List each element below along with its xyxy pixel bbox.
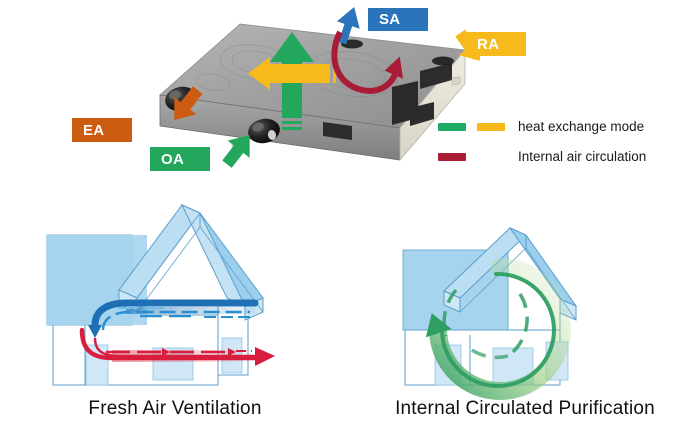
red-internal-circulation-arrow	[331, 30, 399, 94]
callout-ra: RA	[466, 32, 526, 56]
unit-airflow-arrows	[174, 6, 482, 168]
unit-control-box	[392, 81, 418, 125]
callout-sa-label: SA	[379, 11, 401, 28]
callout-ea: EA	[72, 118, 132, 142]
unit-bracket-right	[451, 76, 461, 86]
oa-arrow	[220, 135, 250, 168]
legend-swatch-green	[438, 123, 466, 131]
fresh-air-ventilation-illustration	[46, 203, 275, 386]
unit-vent-panel-upper	[420, 63, 452, 89]
unit-vent-panel-left	[323, 122, 352, 140]
panel-internal-circulated-purification: Internal Circulated Purification	[350, 190, 700, 445]
caption-internal-circulated-purification: Internal Circulated Purification	[395, 398, 655, 419]
duct-port-oa	[248, 118, 280, 144]
caption-fresh-air-ventilation: Fresh Air Ventilation	[88, 398, 262, 419]
callout-oa-label: OA	[161, 150, 185, 168]
callout-ea-label: EA	[83, 121, 105, 139]
legend-swatch-yellow	[477, 123, 505, 131]
legend-row-internal-circulation: Internal air circulation	[438, 142, 696, 172]
legend-label-internal-circulation: Internal air circulation	[518, 149, 647, 165]
unit-airflow-diagram: SA RA EA OA heat exchange mode	[0, 0, 700, 190]
sa-arrow	[332, 6, 360, 45]
callout-sa: SA	[368, 8, 428, 31]
panel-fresh-air-ventilation: Fresh Air Ventilation	[0, 190, 350, 445]
ea-arrow	[174, 85, 203, 120]
supply-air-flow	[88, 299, 259, 338]
exhaust-air-flow	[79, 327, 275, 366]
circulation-loop	[425, 258, 571, 400]
roof-interior-lines	[136, 212, 264, 313]
legend-swatch-darkred	[438, 153, 466, 161]
legend-row-heat-exchange: heat exchange mode	[438, 112, 696, 142]
legend: heat exchange mode Internal air circulat…	[438, 112, 696, 172]
red-arrow-head	[384, 56, 404, 79]
legend-swatches-heat-exchange	[438, 123, 518, 131]
legend-swatches-internal-circulation	[438, 153, 518, 161]
callout-ra-label: RA	[477, 35, 500, 53]
callout-oa: OA	[150, 147, 210, 171]
legend-label-heat-exchange: heat exchange mode	[518, 119, 645, 135]
internal-circulated-purification-illustration	[402, 226, 578, 400]
duct-port-ra	[432, 56, 454, 66]
ventilator-unit-illustration	[159, 23, 466, 162]
